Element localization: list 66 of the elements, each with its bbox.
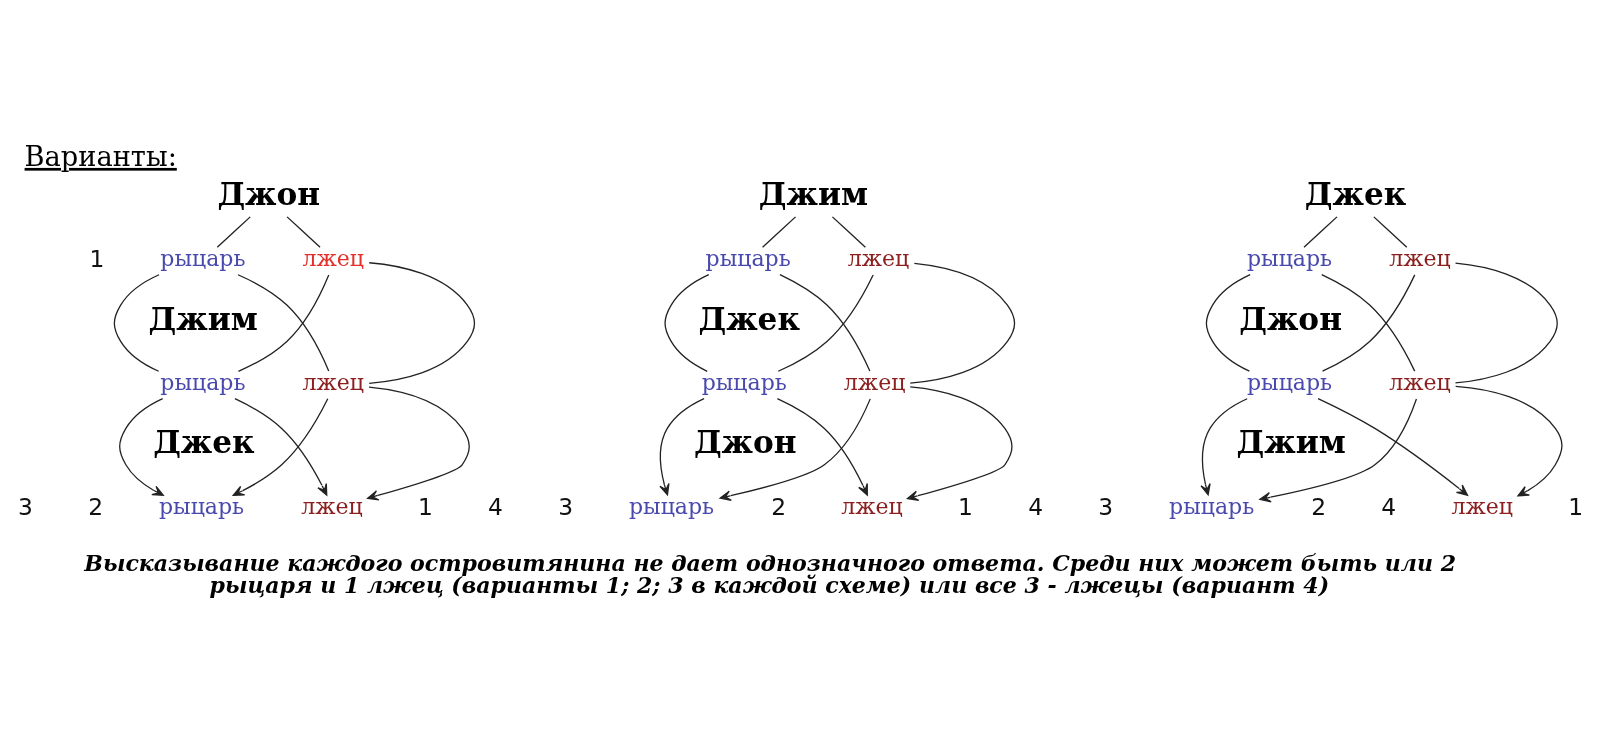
label: 3 [558, 492, 574, 521]
node-text: лжец [841, 494, 903, 520]
node-text: Джон [217, 176, 321, 213]
connector [1373, 216, 1408, 248]
arrow [776, 397, 868, 496]
node-text: рыцарь [160, 370, 246, 396]
node-text: лжец [843, 370, 906, 396]
caption: Высказывание каждого островитянина не дает однозначного ответа. Среди них может быть или 2 рыцаря и 1 лжец (варианты 1; 2; 3 в каждой схеме) или все 3 - лжецы (вариант 4) [84, 549, 1456, 598]
arrow [719, 398, 871, 501]
label: 3 [18, 492, 33, 521]
node-text: лжец [1389, 246, 1451, 272]
node-text: Джон [1239, 301, 1342, 338]
connector [237, 274, 330, 372]
label: 2 [88, 492, 104, 521]
connector [664, 273, 710, 372]
node-text: рыцарь [701, 370, 787, 396]
node-text: лжец [301, 494, 363, 520]
label: 1 [89, 244, 105, 273]
arrow [659, 398, 705, 496]
diagram-title: Варианты: [24, 140, 177, 172]
node-text: лжец [847, 246, 910, 272]
label: 3 [1098, 492, 1114, 521]
arrow [367, 386, 470, 501]
node-text: лжец [302, 370, 364, 396]
node-text: рыцарь [705, 246, 791, 272]
arrow [1200, 398, 1248, 496]
node-text: Джек [1304, 176, 1407, 213]
connector [831, 216, 867, 248]
connector [909, 262, 1016, 384]
connector [216, 216, 251, 248]
arrow [1317, 397, 1469, 496]
label: 1 [417, 492, 433, 521]
node-text: рыцарь [158, 494, 245, 520]
connector [1205, 273, 1251, 372]
connector [1303, 216, 1338, 248]
node-text: лжец [1389, 370, 1451, 396]
node-text: Джек [153, 424, 255, 461]
label: 4 [488, 492, 503, 521]
node-text: Джек [698, 301, 800, 338]
node-text: рыцарь [628, 494, 715, 520]
connector [1454, 262, 1558, 384]
node-text: Джон [693, 424, 797, 461]
connector [1321, 274, 1416, 372]
node-text: рыцарь [1246, 370, 1333, 396]
label: 1 [1568, 492, 1584, 521]
label: 4 [1381, 492, 1397, 521]
node-text: Джим [758, 176, 869, 213]
node-text: Джим [1236, 424, 1346, 461]
connector [761, 216, 797, 248]
arrow [1259, 398, 1418, 503]
arrow [119, 398, 164, 496]
node-text: лжец [302, 246, 364, 272]
node-text: рыцарь [1169, 494, 1255, 520]
node-text: лжец [1451, 494, 1514, 520]
label: 2 [1311, 492, 1327, 521]
connector [286, 216, 321, 248]
arrow [1455, 385, 1563, 497]
node-text: рыцарь [1246, 246, 1333, 272]
connector [368, 262, 476, 384]
label: 2 [771, 492, 787, 521]
label: 4 [1028, 492, 1044, 521]
node-text: рыцарь [160, 246, 246, 272]
connector [113, 274, 160, 372]
arrow [906, 386, 1013, 501]
node-text: Джим [148, 301, 258, 338]
label: 1 [958, 492, 973, 521]
